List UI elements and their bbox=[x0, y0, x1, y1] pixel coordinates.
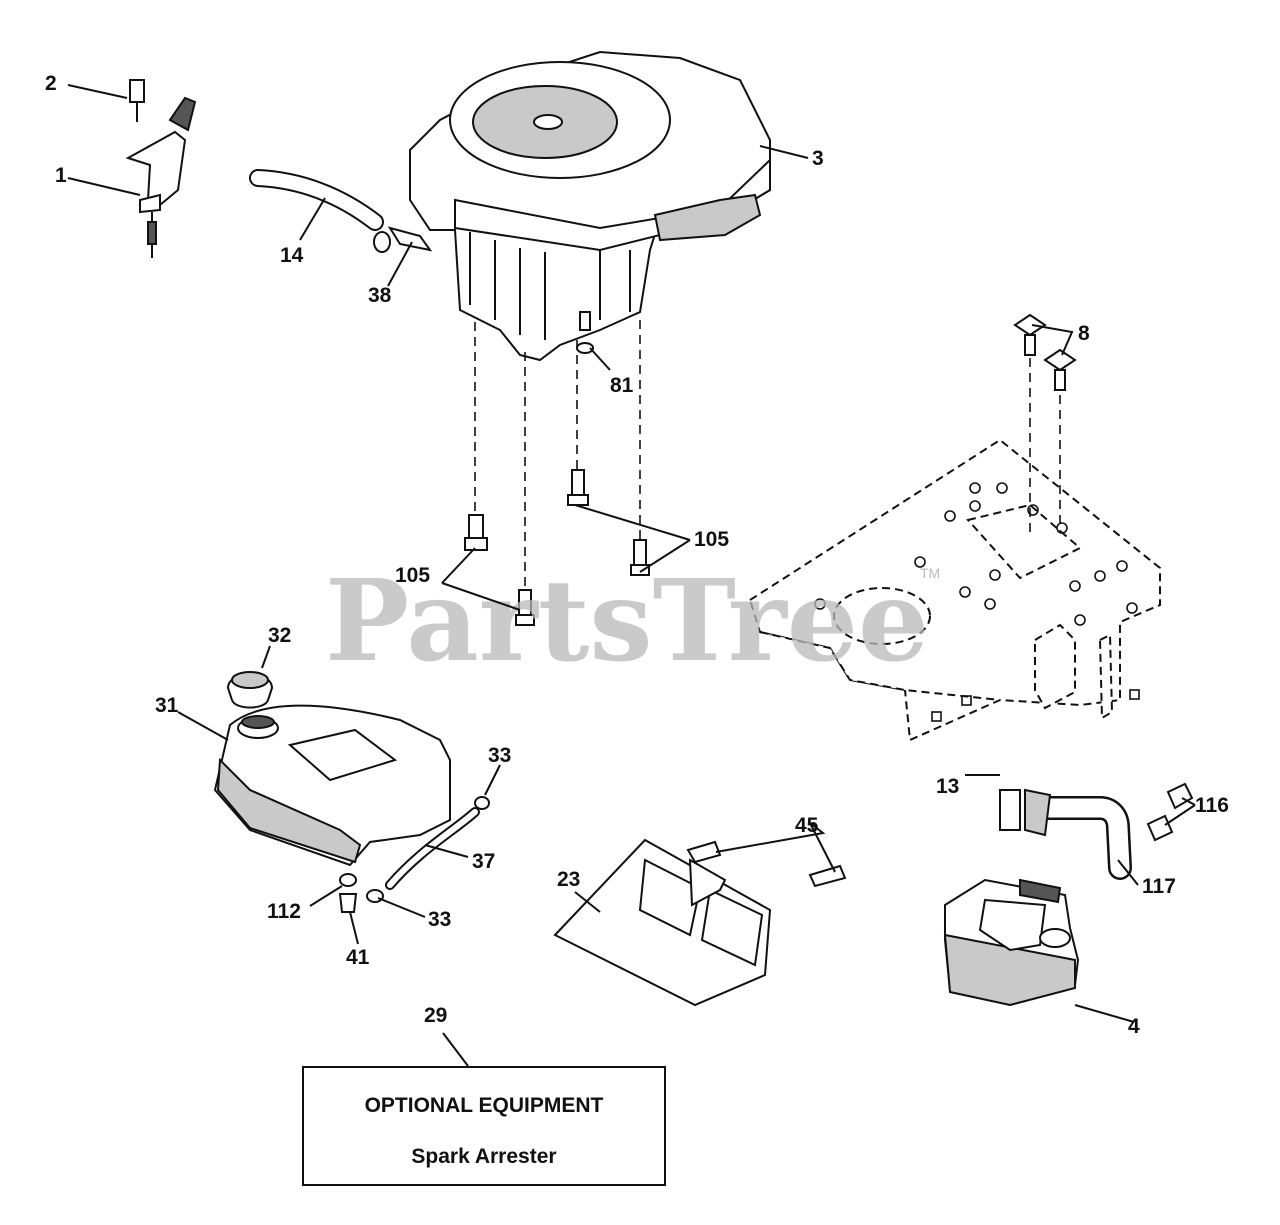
callout-37: 37 bbox=[472, 850, 495, 873]
callout-labels: 2 1 3 14 38 81 8 105 105 32 31 33 37 33 … bbox=[45, 72, 1229, 1038]
callout-32: 32 bbox=[268, 624, 291, 647]
callout-4: 4 bbox=[1128, 1015, 1140, 1038]
callout-33-bottom: 33 bbox=[428, 908, 451, 931]
mount-bolts bbox=[464, 313, 1077, 626]
callout-38: 38 bbox=[368, 284, 392, 307]
callout-33-top: 33 bbox=[488, 744, 511, 767]
optional-equipment-box bbox=[302, 1066, 666, 1186]
callout-41: 41 bbox=[346, 946, 370, 969]
callout-116: 116 bbox=[1195, 794, 1229, 817]
heat-shield bbox=[553, 838, 847, 1007]
callout-81: 81 bbox=[610, 374, 634, 397]
callout-105-left: 105 bbox=[395, 564, 430, 587]
callout-112: 112 bbox=[267, 900, 301, 923]
callout-14: 14 bbox=[280, 244, 304, 267]
callout-29: 29 bbox=[424, 1004, 447, 1027]
callout-117: 117 bbox=[1142, 875, 1176, 898]
callout-3: 3 bbox=[812, 147, 824, 170]
throttle-control bbox=[125, 79, 197, 258]
watermark-brand: PartsTree bbox=[325, 556, 929, 687]
optional-equipment-item: Spark Arrester bbox=[411, 1145, 556, 1168]
callout-23: 23 bbox=[557, 868, 580, 891]
watermark-trademark: TM bbox=[920, 565, 940, 581]
fuel-line bbox=[249, 169, 433, 253]
callout-105-right: 105 bbox=[694, 528, 729, 551]
callout-13: 13 bbox=[936, 775, 959, 798]
callout-8: 8 bbox=[1078, 322, 1090, 345]
callout-45: 45 bbox=[795, 814, 819, 837]
engine bbox=[409, 50, 771, 362]
leader-lines bbox=[67, 84, 1196, 1067]
callout-2: 2 bbox=[45, 72, 57, 95]
optional-equipment-note: OPTIONAL EQUIPMENT Spark Arrester bbox=[302, 1066, 666, 1186]
fuel-fittings bbox=[338, 796, 490, 913]
chassis-frame bbox=[748, 438, 1161, 742]
engine-mount-lines bbox=[474, 320, 1061, 590]
callout-1: 1 bbox=[55, 164, 67, 187]
fuel-tank bbox=[213, 671, 451, 867]
muffler bbox=[943, 782, 1194, 1007]
optional-equipment-title: OPTIONAL EQUIPMENT bbox=[365, 1094, 604, 1117]
callout-31: 31 bbox=[155, 694, 179, 717]
